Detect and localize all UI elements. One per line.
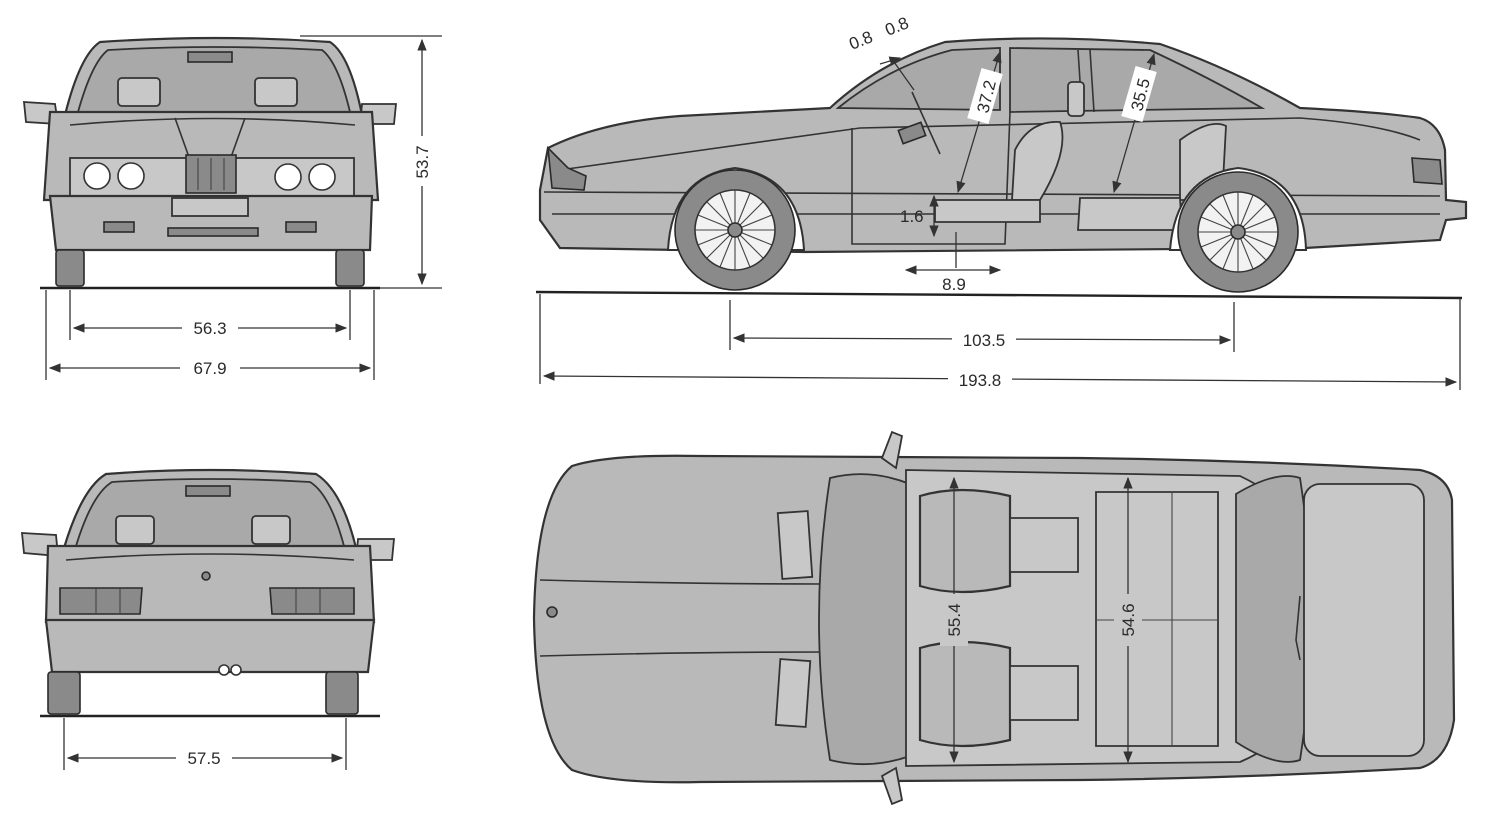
rear-left-headrest <box>115 515 155 545</box>
front-view: 56.3 67.9 53.7 <box>22 35 442 380</box>
rear-right-tyre <box>325 671 359 715</box>
front-headlight-inner-left <box>117 162 145 190</box>
front-right-tyre <box>335 249 365 287</box>
side-rear-seat-cushion <box>1077 197 1183 231</box>
pillar-b-label: 0.8 <box>882 13 911 39</box>
front-rear-view-mirror <box>187 51 233 63</box>
front-right-headrest <box>254 77 298 107</box>
side-view: 0.8 0.8 37.2 35.5 1.6 8.9 103.5 193.8 <box>535 13 1468 392</box>
front-left-tyre <box>55 249 85 287</box>
rear-view: 57.5 <box>20 468 395 770</box>
top-front-left-backrest <box>1009 517 1079 573</box>
seat-height-label: 1.6 <box>900 207 924 226</box>
front-left-headrest <box>117 77 161 107</box>
front-bumper <box>48 194 374 252</box>
rear-left-taillight <box>59 587 143 615</box>
rear-shoulder-label: 54.6 <box>1119 603 1138 636</box>
top-front-right-backrest <box>1009 665 1079 721</box>
rear-track-label: 57.5 <box>187 749 220 768</box>
rear-bumper <box>44 618 376 674</box>
rear-third-brake-light <box>185 485 231 497</box>
seat-travel-label: 8.9 <box>942 275 966 294</box>
height-label: 53.7 <box>413 145 432 178</box>
pillar-a-label: 0.8 <box>846 27 875 53</box>
front-width-label: 67.9 <box>193 359 226 378</box>
rear-left-tyre <box>47 671 81 715</box>
top-rear-window <box>1235 475 1312 763</box>
rear-badge-icon <box>201 571 211 581</box>
wheelbase-label: 103.5 <box>963 331 1006 350</box>
top-front-left-seat <box>918 488 1012 594</box>
top-front-right-seat <box>918 640 1012 748</box>
rear-right-taillight <box>269 587 355 615</box>
side-front-seat-cushion <box>934 199 1041 223</box>
side-headlight <box>546 145 587 191</box>
top-trunk <box>1303 483 1425 757</box>
front-headlight-outer-left <box>83 162 111 190</box>
front-track-label: 56.3 <box>193 319 226 338</box>
front-license-plate <box>171 197 249 217</box>
front-headlight-outer-right <box>308 163 336 191</box>
side-taillight <box>1411 157 1443 185</box>
rear-exhaust-left <box>218 664 230 676</box>
top-badge-icon <box>546 606 558 618</box>
overall-length-label: 193.8 <box>959 371 1002 390</box>
rear-exhaust-right <box>230 664 242 676</box>
side-front-seat-back <box>1011 121 1064 201</box>
front-shoulder-label: 55.4 <box>945 603 964 636</box>
front-headlight-inner-right <box>274 163 302 191</box>
rear-right-headrest <box>251 515 291 545</box>
top-windshield <box>818 473 911 766</box>
top-left-mirror <box>880 430 904 470</box>
top-right-mirror <box>880 766 904 806</box>
top-view: 55.4 54.6 <box>532 430 1456 806</box>
